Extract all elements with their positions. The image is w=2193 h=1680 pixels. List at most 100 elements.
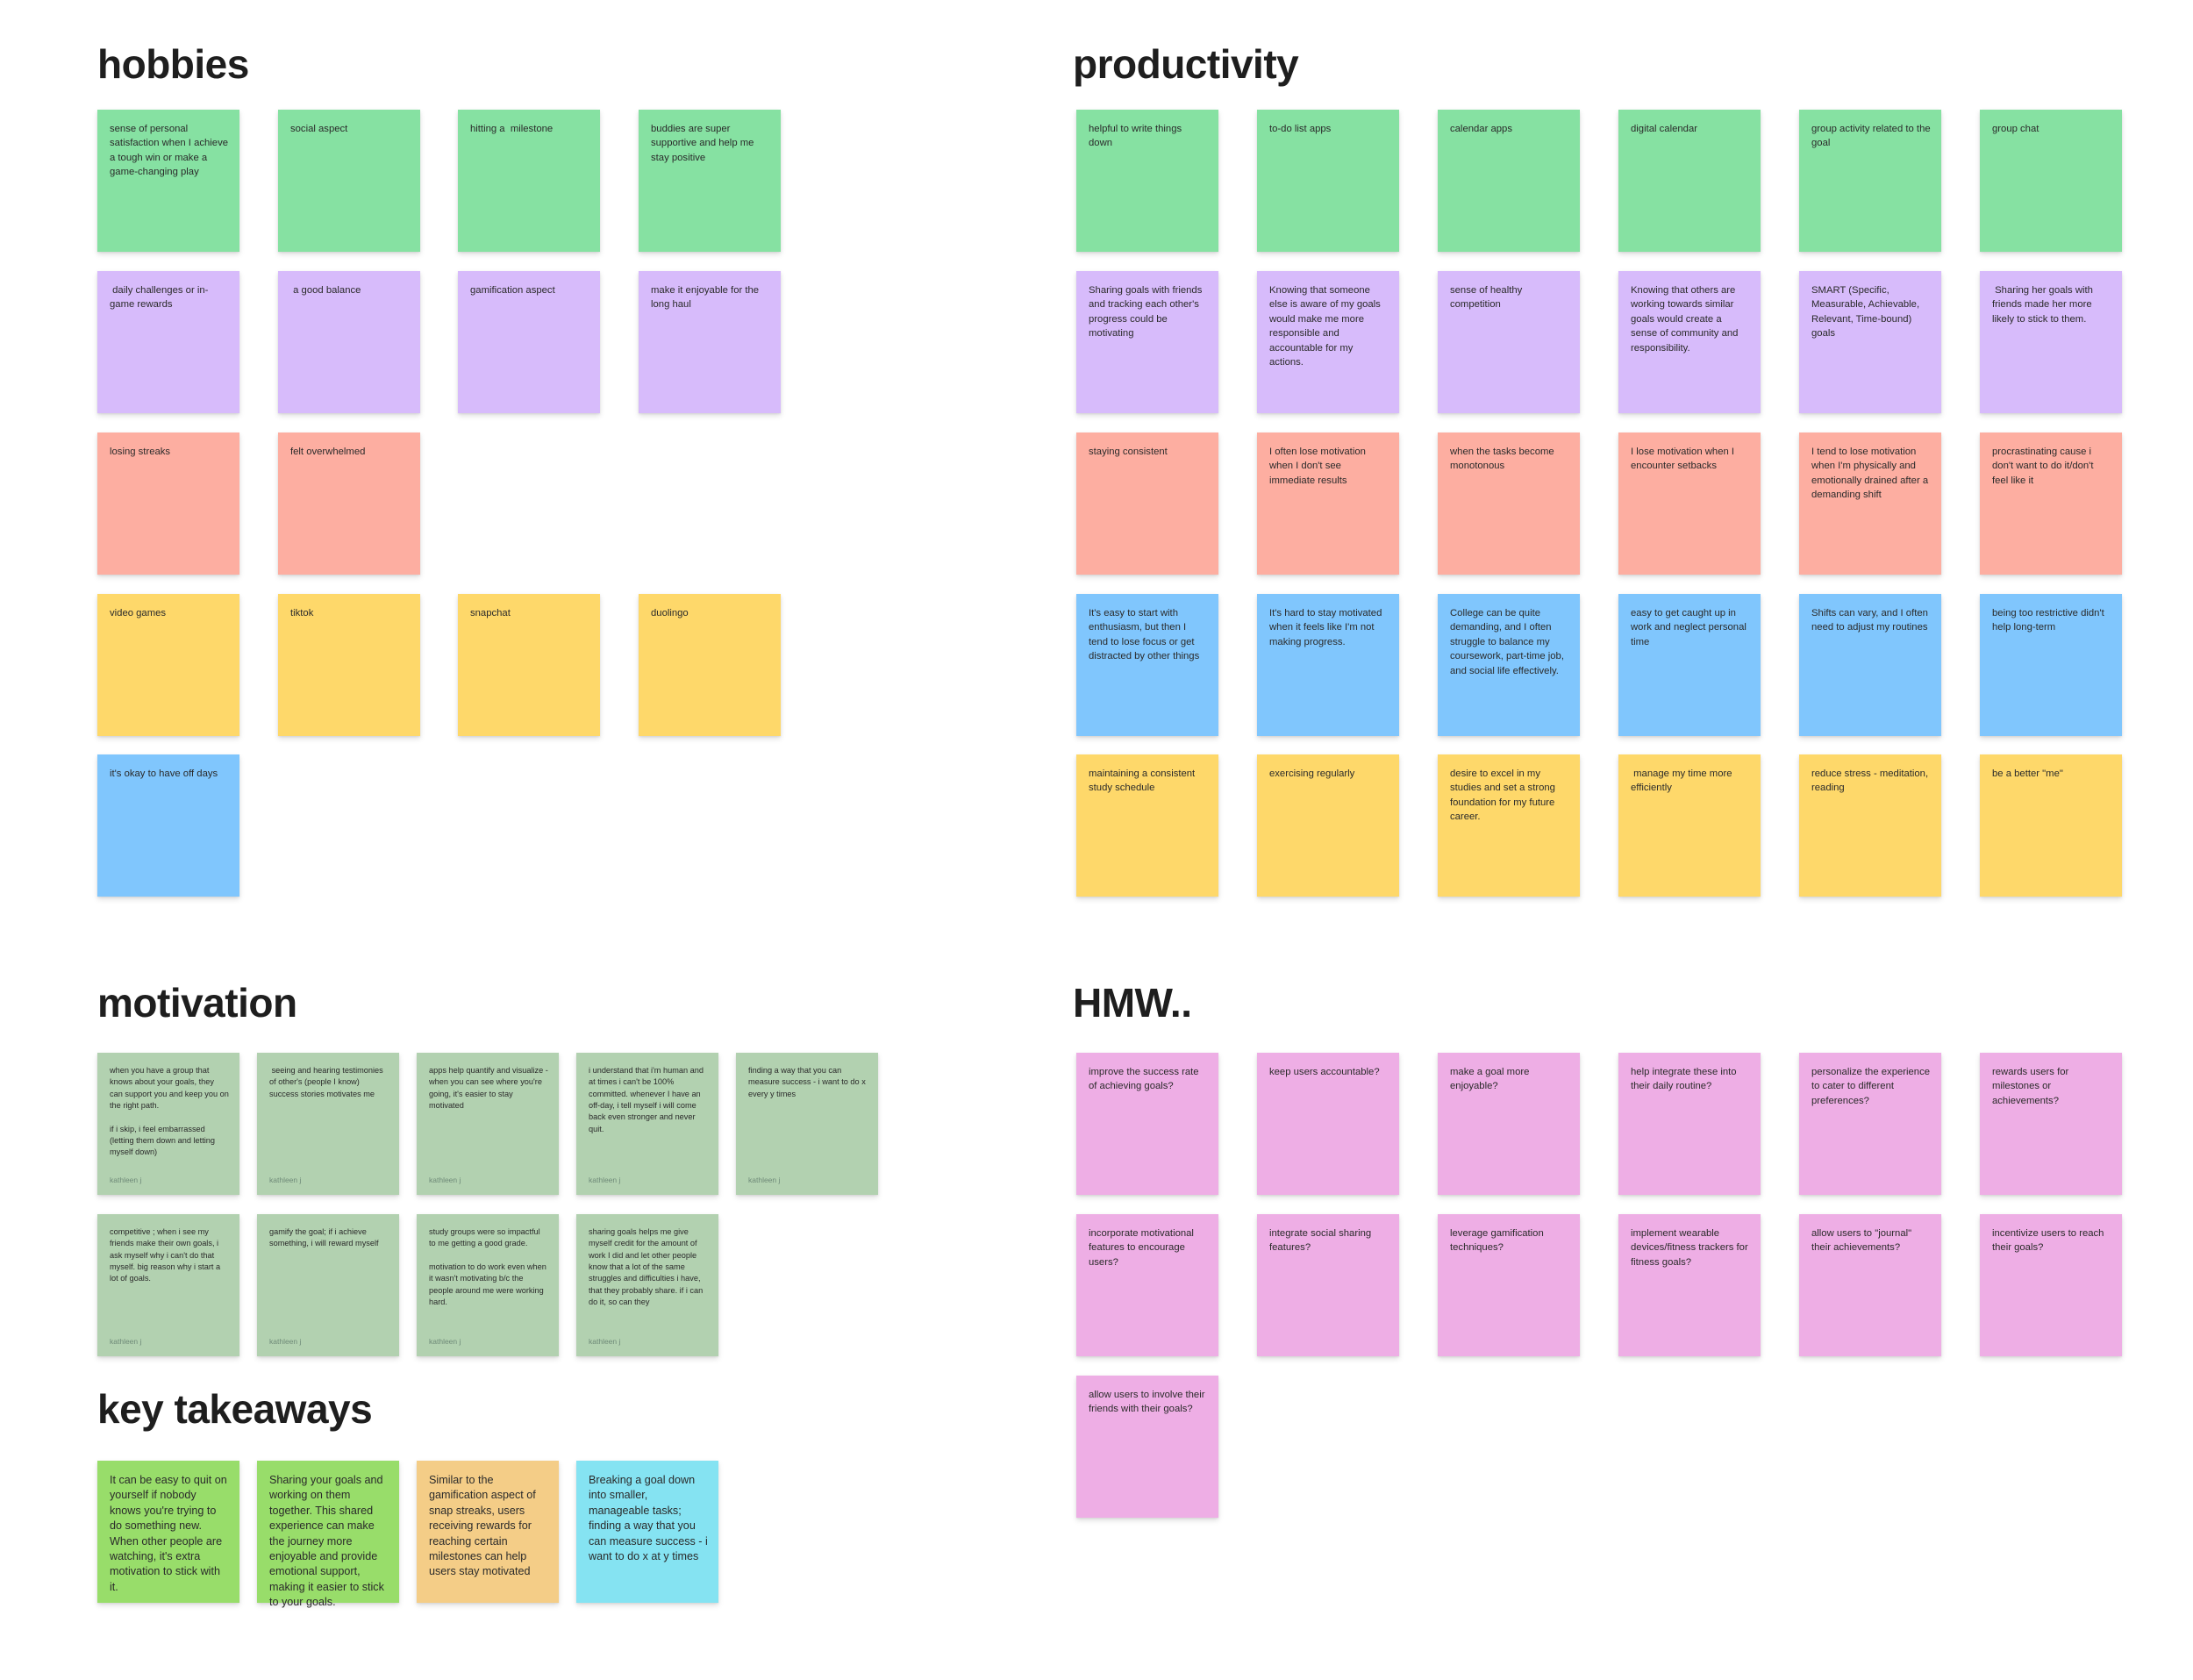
sticky-note[interactable]: group chat xyxy=(1980,110,2122,252)
sticky-note-text: College can be quite demanding, and I of… xyxy=(1450,608,1568,676)
sticky-note[interactable]: Breaking a goal down into smaller, manag… xyxy=(576,1461,718,1603)
sticky-note[interactable]: desire to excel in my studies and set a … xyxy=(1438,754,1580,897)
sticky-note[interactable]: maintaining a consistent study schedule xyxy=(1076,754,1218,897)
sticky-note[interactable]: felt overwhelmed xyxy=(278,433,420,575)
sticky-note[interactable]: Sharing your goals and working on them t… xyxy=(257,1461,399,1608)
sticky-note[interactable]: allow users to involve their friends wit… xyxy=(1076,1376,1218,1518)
sticky-note[interactable]: procrastinating cause i don't want to do… xyxy=(1980,433,2122,575)
sticky-note[interactable]: I often lose motivation when I don't see… xyxy=(1257,433,1399,575)
sticky-note[interactable]: SMART (Specific, Measurable, Achievable,… xyxy=(1799,271,1941,413)
sticky-note[interactable]: tiktok xyxy=(278,594,420,736)
sticky-note[interactable]: finding a way that you can measure succe… xyxy=(736,1053,878,1195)
sticky-note[interactable]: digital calendar xyxy=(1618,110,1761,252)
sticky-note[interactable]: when you have a group that knows about y… xyxy=(97,1053,239,1195)
sticky-note[interactable]: daily challenges or in-game rewards xyxy=(97,271,239,413)
sticky-note-text: leverage gamification techniques? xyxy=(1450,1228,1547,1254)
sticky-note[interactable]: group activity related to the goal xyxy=(1799,110,1941,252)
sticky-note-author: kathleen j xyxy=(269,1337,302,1346)
sticky-note[interactable]: make a goal more enjoyable? xyxy=(1438,1053,1580,1195)
sticky-note-text: a good balance xyxy=(290,285,361,296)
sticky-note[interactable]: apps help quantify and visualize - when … xyxy=(417,1053,559,1195)
sticky-note-text: implement wearable devices/fitness track… xyxy=(1631,1228,1751,1268)
sticky-note[interactable]: Knowing that others are working towards … xyxy=(1618,271,1761,413)
sticky-note-author: kathleen j xyxy=(110,1176,142,1184)
sticky-note[interactable]: social aspect xyxy=(278,110,420,252)
sticky-note[interactable]: incentivize users to reach their goals? xyxy=(1980,1214,2122,1356)
sticky-note-text: allow users to "journal" their achieveme… xyxy=(1811,1228,1915,1254)
sticky-note-text: sense of personal satisfaction when I ac… xyxy=(110,124,232,178)
sticky-note[interactable]: make it enjoyable for the long haul xyxy=(639,271,781,413)
sticky-note[interactable]: reduce stress - meditation, reading xyxy=(1799,754,1941,897)
sticky-note[interactable]: College can be quite demanding, and I of… xyxy=(1438,594,1580,736)
sticky-note[interactable]: Similar to the gamification aspect of sn… xyxy=(417,1461,559,1603)
sticky-note-author: kathleen j xyxy=(748,1176,781,1184)
sticky-note[interactable]: sharing goals helps me give myself credi… xyxy=(576,1214,718,1356)
sticky-note-text: I often lose motivation when I don't see… xyxy=(1269,447,1369,486)
sticky-note[interactable]: allow users to "journal" their achieveme… xyxy=(1799,1214,1941,1356)
sticky-note[interactable]: calendar apps xyxy=(1438,110,1580,252)
sticky-note[interactable]: be a better "me" xyxy=(1980,754,2122,897)
sticky-note[interactable]: buddies are super supportive and help me… xyxy=(639,110,781,252)
sticky-note[interactable]: It's easy to start with enthusiasm, but … xyxy=(1076,594,1218,736)
sticky-note[interactable]: manage my time more efficiently xyxy=(1618,754,1761,897)
sticky-note-text: group chat xyxy=(1992,124,2039,134)
sticky-note[interactable]: duolingo xyxy=(639,594,781,736)
sticky-note[interactable]: easy to get caught up in work and neglec… xyxy=(1618,594,1761,736)
sticky-note[interactable]: exercising regularly xyxy=(1257,754,1399,897)
sticky-note-text: It's hard to stay motivated when it feel… xyxy=(1269,608,1385,647)
sticky-note[interactable]: losing streaks xyxy=(97,433,239,575)
sticky-note[interactable]: integrate social sharing features? xyxy=(1257,1214,1399,1356)
sticky-note[interactable]: staying consistent xyxy=(1076,433,1218,575)
sticky-note[interactable]: Sharing goals with friends and tracking … xyxy=(1076,271,1218,413)
sticky-note[interactable]: Shifts can vary, and I often need to adj… xyxy=(1799,594,1941,736)
sticky-note-text: video games xyxy=(110,608,167,618)
sticky-note[interactable]: leverage gamification techniques? xyxy=(1438,1214,1580,1356)
sticky-note-text: I tend to lose motivation when I'm physi… xyxy=(1811,447,1932,501)
sticky-note[interactable]: help integrate these into their daily ro… xyxy=(1618,1053,1761,1195)
sticky-note[interactable]: Knowing that someone else is aware of my… xyxy=(1257,271,1399,413)
sticky-note[interactable]: I lose motivation when I encounter setba… xyxy=(1618,433,1761,575)
sticky-note[interactable]: snapchat xyxy=(458,594,600,736)
sticky-note[interactable]: keep users accountable? xyxy=(1257,1053,1399,1195)
sticky-note-text: manage my time more efficiently xyxy=(1631,769,1735,794)
sticky-note-text: Shifts can vary, and I often need to adj… xyxy=(1811,608,1932,633)
sticky-note-text: sense of healthy competition xyxy=(1450,285,1525,311)
sticky-note[interactable]: a good balance xyxy=(278,271,420,413)
sticky-note[interactable]: gamify the goal; if i achieve something,… xyxy=(257,1214,399,1356)
sticky-note-author: kathleen j xyxy=(589,1176,621,1184)
sticky-note[interactable]: i understand that i'm human and at times… xyxy=(576,1053,718,1195)
sticky-note-text: exercising regularly xyxy=(1269,769,1355,779)
sticky-note[interactable]: to-do list apps xyxy=(1257,110,1399,252)
sticky-note-author: kathleen j xyxy=(110,1337,142,1346)
sticky-note[interactable]: It can be easy to quit on yourself if no… xyxy=(97,1461,239,1603)
sticky-note-author: kathleen j xyxy=(269,1176,302,1184)
sticky-note[interactable]: seeing and hearing testimonies of other'… xyxy=(257,1053,399,1195)
sticky-note[interactable]: implement wearable devices/fitness track… xyxy=(1618,1214,1761,1356)
sticky-note[interactable]: when the tasks become monotonous xyxy=(1438,433,1580,575)
sticky-note[interactable]: sense of healthy competition xyxy=(1438,271,1580,413)
sticky-note[interactable]: being too restrictive didn't help long-t… xyxy=(1980,594,2122,736)
sticky-note[interactable]: video games xyxy=(97,594,239,736)
sticky-note-text: to-do list apps xyxy=(1269,124,1332,134)
sticky-note[interactable]: rewards users for milestones or achievem… xyxy=(1980,1053,2122,1195)
sticky-note[interactable]: incorporate motivational features to enc… xyxy=(1076,1214,1218,1356)
sticky-note[interactable]: I tend to lose motivation when I'm physi… xyxy=(1799,433,1941,575)
sticky-note[interactable]: it's okay to have off days xyxy=(97,754,239,897)
sticky-note[interactable]: Sharing her goals with friends made her … xyxy=(1980,271,2122,413)
section-title-key-takeaways: key takeaways xyxy=(97,1386,373,1432)
sticky-note[interactable]: It's hard to stay motivated when it feel… xyxy=(1257,594,1399,736)
sticky-note[interactable]: gamification aspect xyxy=(458,271,600,413)
sticky-note-text: calendar apps xyxy=(1450,124,1512,134)
sticky-note[interactable]: helpful to write things down xyxy=(1076,110,1218,252)
sticky-note[interactable]: hitting a milestone xyxy=(458,110,600,252)
sticky-note[interactable]: study groups were so impactful to me get… xyxy=(417,1214,559,1356)
sticky-note[interactable]: personalize the experience to cater to d… xyxy=(1799,1053,1941,1195)
sticky-note-text: group activity related to the goal xyxy=(1811,124,1933,149)
sticky-note-author: kathleen j xyxy=(429,1176,461,1184)
sticky-note-text: Breaking a goal down into smaller, manag… xyxy=(589,1474,711,1562)
sticky-note[interactable]: competitive ; when i see my friends make… xyxy=(97,1214,239,1356)
sticky-note[interactable]: sense of personal satisfaction when I ac… xyxy=(97,110,239,252)
sticky-note-author: kathleen j xyxy=(429,1337,461,1346)
sticky-note-text: Knowing that someone else is aware of my… xyxy=(1269,285,1383,368)
sticky-note[interactable]: improve the success rate of achieving go… xyxy=(1076,1053,1218,1195)
